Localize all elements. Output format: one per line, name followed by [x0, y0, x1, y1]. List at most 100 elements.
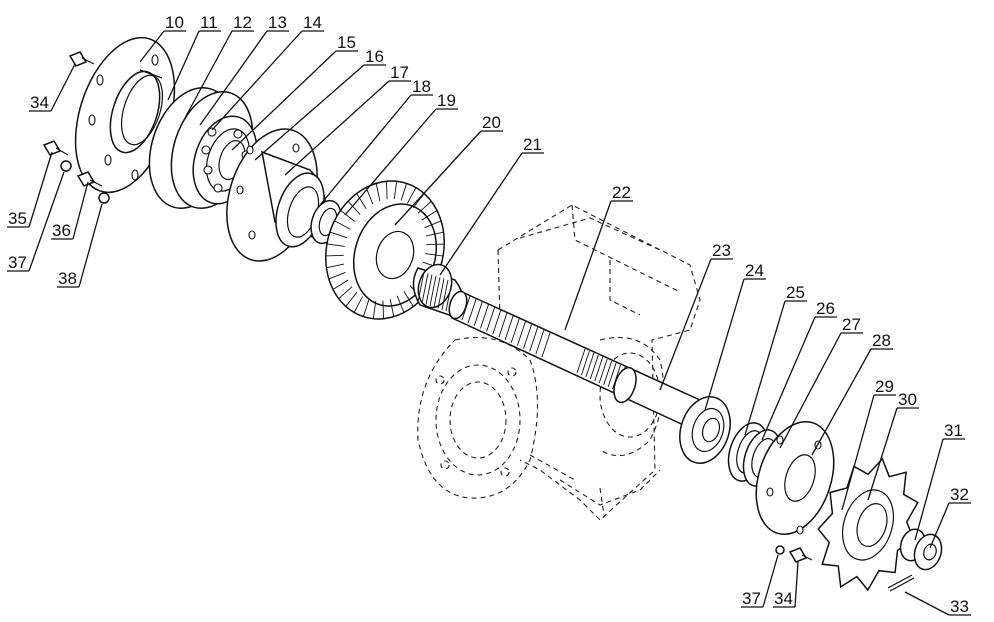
callout-leader-line — [904, 591, 950, 616]
callout-c32: 32 — [929, 485, 971, 549]
callout-c25: 25 — [744, 283, 807, 436]
callout-leader-line — [254, 64, 365, 161]
cotter-pin-part — [887, 574, 915, 592]
callout-leader-line — [284, 80, 390, 176]
splined-shaft-part — [448, 290, 701, 430]
callout-number: 22 — [612, 183, 631, 202]
callout-number: 34 — [30, 93, 49, 112]
callout-leader-line — [659, 258, 712, 391]
callout-leader-line — [184, 30, 233, 119]
callout-c34b: 34 — [773, 561, 799, 608]
callout-leader-line — [211, 30, 303, 131]
callout-number: 34 — [774, 589, 793, 608]
callout-leader-line — [139, 30, 165, 63]
callout-c37b: 37 — [741, 554, 779, 608]
callout-number: 38 — [58, 269, 77, 288]
callout-c31: 31 — [914, 421, 965, 541]
callout-leader-line — [394, 130, 482, 226]
callout-number: 29 — [875, 377, 894, 396]
callout-leader-line — [704, 278, 745, 411]
callout-leader-line — [28, 171, 65, 272]
callout-number: 23 — [712, 241, 731, 260]
callout-number: 27 — [842, 315, 861, 334]
callout-c22: 22 — [564, 183, 633, 331]
callout-leader-line — [744, 300, 786, 436]
callout-c27: 27 — [779, 315, 863, 449]
callout-leader-line — [779, 332, 842, 449]
callout-number: 24 — [745, 261, 764, 280]
callout-c17: 17 — [284, 63, 411, 176]
callout-leader-line — [28, 151, 53, 228]
sprocket-part — [817, 457, 919, 592]
callout-number: 31 — [944, 421, 963, 440]
callout-number: 20 — [482, 113, 501, 132]
callout-number: 28 — [872, 331, 891, 350]
callout-leader-line — [439, 152, 523, 276]
callout-number: 18 — [412, 77, 431, 96]
callout-leader-line — [564, 200, 612, 331]
callout-number: 11 — [200, 13, 218, 32]
callout-c28: 28 — [811, 331, 893, 456]
callout-c23: 23 — [659, 241, 733, 391]
callout-leader-line — [794, 561, 799, 608]
castle-nut-part — [899, 528, 943, 571]
callout-number: 25 — [786, 283, 805, 302]
callout-leader-line — [72, 181, 89, 240]
callout-leader-line — [867, 407, 898, 501]
callout-c15: 15 — [231, 33, 358, 151]
callout-c38: 38 — [57, 203, 103, 288]
callout-leader-line — [167, 30, 200, 101]
callout-leader-line — [199, 30, 268, 126]
callout-c14: 14 — [211, 13, 324, 131]
callout-number: 14 — [303, 13, 322, 32]
callout-c16: 16 — [254, 47, 386, 161]
gearbox-housing-outline — [417, 204, 701, 521]
callout-leader-line — [841, 394, 875, 511]
callout-leader-line — [761, 316, 816, 441]
callout-c30: 30 — [867, 390, 919, 501]
callout-number: 12 — [233, 13, 252, 32]
callout-c24: 24 — [704, 261, 766, 411]
callout-number: 19 — [437, 91, 456, 110]
callout-c18: 18 — [319, 77, 433, 206]
callout-number: 35 — [8, 209, 27, 228]
callout-c36: 36 — [51, 181, 89, 240]
callout-leader-line — [811, 348, 872, 456]
callout-c26: 26 — [761, 299, 837, 441]
callout-leader-line — [929, 502, 950, 549]
callout-leader-line — [762, 554, 779, 608]
callout-c19: 19 — [344, 91, 458, 216]
callout-number: 33 — [950, 597, 969, 616]
callout-c12: 12 — [184, 13, 254, 119]
callout-leader-line — [78, 203, 103, 288]
callout-number: 13 — [268, 13, 287, 32]
ball-bearing-part — [679, 396, 731, 464]
callout-leader-line — [319, 94, 412, 206]
callout-leader-line — [914, 438, 944, 541]
callout-number: 37 — [742, 589, 761, 608]
callout-number: 17 — [390, 63, 409, 82]
callout-number: 37 — [8, 253, 27, 272]
fasteners-left — [42, 51, 110, 204]
callout-c35: 35 — [7, 151, 53, 228]
callout-leader-line — [50, 63, 76, 112]
callout-c33: 33 — [904, 591, 971, 616]
callout-number: 32 — [950, 485, 969, 504]
callout-c13: 13 — [199, 13, 289, 126]
callout-number: 26 — [816, 299, 835, 318]
callout-number: 21 — [523, 135, 542, 154]
callout-c10: 10 — [139, 13, 186, 63]
callout-c34a: 34 — [29, 63, 76, 112]
fasteners-right — [775, 545, 813, 563]
callout-number: 30 — [898, 390, 917, 409]
callout-c37a: 37 — [7, 171, 65, 272]
callout-leader-line — [344, 108, 437, 216]
callout-c29: 29 — [841, 377, 896, 511]
callout-c11: 11 — [167, 13, 221, 101]
callout-c21: 21 — [439, 135, 544, 276]
callout-number: 36 — [52, 221, 71, 240]
callout-number: 15 — [337, 33, 356, 52]
callout-number: 10 — [165, 13, 184, 32]
